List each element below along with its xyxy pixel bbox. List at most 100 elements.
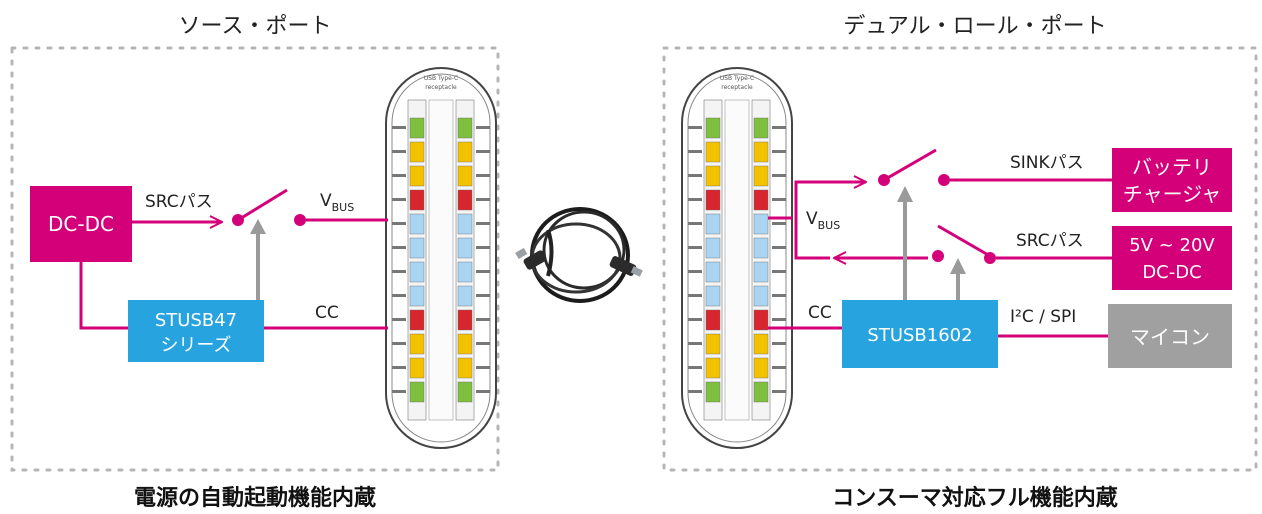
receptacle-pin	[457, 309, 473, 331]
left-switch-blade	[237, 188, 288, 222]
right-src-switch-pivot	[984, 252, 996, 264]
receptacle-pin	[409, 237, 425, 259]
receptacle-pin	[457, 333, 473, 355]
left-receptacle-title-1: USB Type-C	[424, 75, 458, 82]
receptacle-pin	[705, 165, 721, 187]
receptacle-pin	[753, 333, 769, 355]
right-dcdc-box	[1112, 226, 1232, 290]
receptacle-pin	[753, 141, 769, 163]
receptacle-pin	[753, 237, 769, 259]
left-stusb47-label-2: シリーズ	[160, 335, 231, 356]
receptacle-pin	[705, 309, 721, 331]
right-receptacle-title-2: receptacle	[721, 84, 753, 91]
receptacle-pin-label-mark	[392, 198, 406, 201]
receptacle-pin	[753, 357, 769, 379]
receptacle-pin	[457, 261, 473, 283]
receptacle-pin-label-mark	[772, 342, 786, 345]
left-vbus-label: VBUS	[320, 191, 354, 214]
left-stusb47-label-1: STUSB47	[155, 310, 237, 331]
receptacle-pin-label-mark	[688, 294, 702, 297]
usb-cable-image	[515, 207, 643, 303]
receptacle-pin-label-mark	[392, 246, 406, 249]
right-dcdc-label-1: 5V ~ 20V	[1129, 235, 1215, 256]
receptacle-pin	[705, 141, 721, 163]
right-vbus-label: VBUS	[806, 209, 840, 232]
receptacle-pin-label-mark	[476, 318, 490, 321]
right-src-path-label: SRCパス	[1016, 231, 1084, 251]
receptacle-pin-label-mark	[772, 222, 786, 225]
receptacle-pin-label-mark	[392, 270, 406, 273]
receptacle-pin-label-mark	[688, 198, 702, 201]
receptacle-pin	[705, 189, 721, 211]
receptacle-pin	[753, 381, 769, 403]
left-switch-contact	[294, 214, 306, 226]
left-stusb47-box	[128, 300, 264, 362]
receptacle-pin-label-mark	[476, 126, 490, 129]
right-mcu-label: マイコン	[1130, 325, 1210, 349]
receptacle-pin-label-mark	[688, 318, 702, 321]
receptacle-pin	[409, 381, 425, 403]
right-sink-switch-contact	[938, 174, 950, 186]
receptacle-pin-label-mark	[476, 270, 490, 273]
receptacle-pin	[753, 285, 769, 307]
right-receptacle-title-1: USB Type-C	[720, 75, 754, 82]
receptacle-pin-label-mark	[476, 198, 490, 201]
left-dcdc-label: DC-DC	[48, 212, 114, 236]
receptacle-pin-label-mark	[476, 294, 490, 297]
receptacle-pin	[409, 261, 425, 283]
receptacle-pin-label-mark	[688, 342, 702, 345]
receptacle-pin-label-mark	[772, 150, 786, 153]
receptacle-pin-label-mark	[772, 366, 786, 369]
right-src-switch-blade	[937, 224, 991, 258]
receptacle-pin	[457, 357, 473, 379]
receptacle-pin-label-mark	[476, 246, 490, 249]
receptacle-pin-label-mark	[688, 222, 702, 225]
receptacle-pin-label-mark	[688, 366, 702, 369]
receptacle-pin	[409, 285, 425, 307]
receptacle-pin-label-mark	[772, 390, 786, 393]
receptacle-pin-label-mark	[392, 318, 406, 321]
receptacle-pin-label-mark	[772, 318, 786, 321]
receptacle-pin	[409, 357, 425, 379]
receptacle-pin	[409, 213, 425, 235]
receptacle-pin-label-mark	[476, 366, 490, 369]
receptacle-pin	[705, 333, 721, 355]
receptacle-pin	[753, 117, 769, 139]
receptacle-pin-label-mark	[476, 342, 490, 345]
receptacle-pin	[409, 189, 425, 211]
receptacle-pin	[457, 117, 473, 139]
right-control-arrowhead-2	[950, 258, 966, 274]
right-battery-label-1: バッテリ	[1132, 155, 1212, 179]
left-panel-caption: 電源の自動起動機能内蔵	[134, 485, 376, 511]
left-src-path-label: SRCパス	[145, 192, 213, 212]
receptacle-pin	[409, 117, 425, 139]
receptacle-pin	[753, 309, 769, 331]
right-stusb1602-label: STUSB1602	[867, 325, 972, 346]
right-panel-border	[662, 46, 1258, 472]
receptacle-pin-label-mark	[392, 174, 406, 177]
receptacle-pin-label-mark	[392, 342, 406, 345]
receptacle-pin-label-mark	[772, 126, 786, 129]
receptacle-pin	[753, 189, 769, 211]
right-usb-receptacle	[681, 67, 793, 449]
receptacle-pin-label-mark	[392, 294, 406, 297]
receptacle-pin	[705, 237, 721, 259]
receptacle-pin	[705, 213, 721, 235]
receptacle-pin	[457, 141, 473, 163]
receptacle-pin	[705, 285, 721, 307]
receptacle-pin-label-mark	[476, 390, 490, 393]
receptacle-pin	[457, 237, 473, 259]
receptacle-pin	[705, 381, 721, 403]
right-stusb1602-box	[842, 300, 998, 368]
receptacle-pin-label-mark	[392, 150, 406, 153]
receptacle-pin-label-mark	[476, 174, 490, 177]
receptacle-pin-label-mark	[476, 222, 490, 225]
receptacle-pin-label-mark	[772, 270, 786, 273]
right-dcdc-label-2: DC-DC	[1142, 262, 1201, 283]
receptacle-pin-label-mark	[772, 294, 786, 297]
receptacle-pin	[753, 261, 769, 283]
receptacle-pin-label-mark	[392, 390, 406, 393]
receptacle-pin-label-mark	[688, 174, 702, 177]
